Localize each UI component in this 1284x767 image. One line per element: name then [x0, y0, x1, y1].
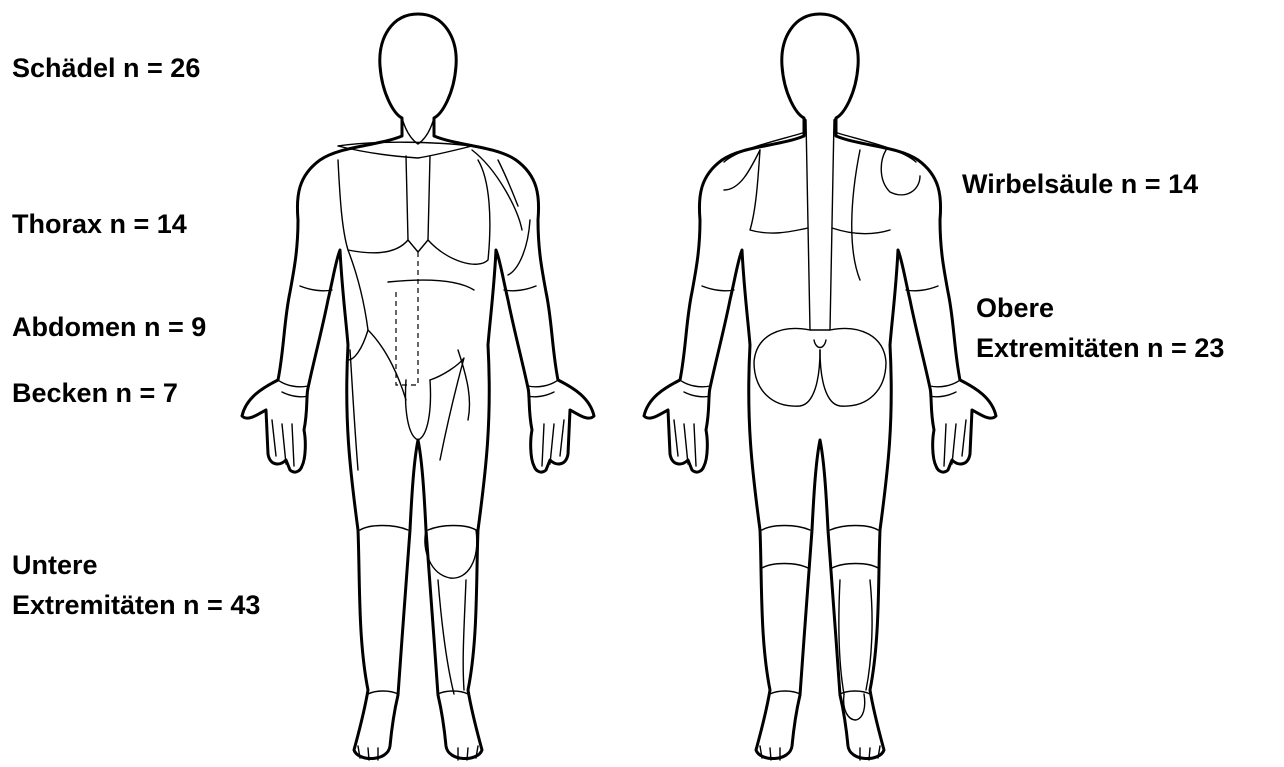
label-abdomen: Abdomen n = 9 [12, 307, 206, 347]
label-pelvis-text: Becken n = 7 [12, 373, 178, 413]
back-body-figure [644, 14, 996, 760]
label-lower-line1: Untere [12, 545, 260, 585]
label-upper-extremities: Obere Extremitäten n = 23 [976, 288, 1224, 368]
label-upper-line2: Extremitäten n = 23 [976, 328, 1224, 368]
front-body-figure [242, 14, 594, 760]
label-lower-extremities: Untere Extremitäten n = 43 [12, 545, 260, 625]
label-pelvis: Becken n = 7 [12, 373, 178, 413]
label-lower-line2: Extremitäten n = 43 [12, 585, 260, 625]
label-spine-text: Wirbelsäule n = 14 [962, 164, 1198, 204]
label-spine: Wirbelsäule n = 14 [962, 164, 1198, 204]
label-upper-line1: Obere [976, 288, 1224, 328]
label-thorax-text: Thorax n = 14 [12, 204, 187, 244]
label-skull-text: Schädel n = 26 [12, 48, 200, 88]
label-skull: Schädel n = 26 [12, 48, 200, 88]
label-thorax: Thorax n = 14 [12, 204, 187, 244]
label-abdomen-text: Abdomen n = 9 [12, 307, 206, 347]
